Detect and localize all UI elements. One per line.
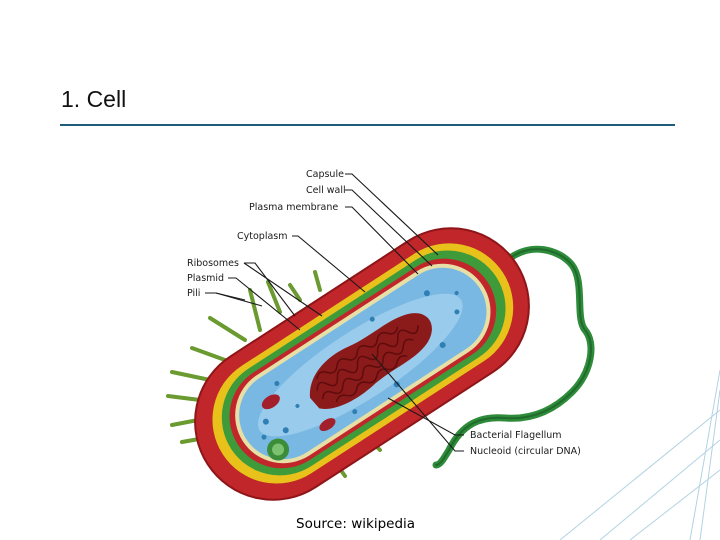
label-pili: Pili — [187, 288, 200, 299]
ribosomes — [261, 290, 460, 440]
label-plasma-membrane: Plasma membrane — [249, 202, 338, 213]
label-plasmid: Plasmid — [187, 273, 224, 284]
label-cytoplasm: Cytoplasm — [237, 231, 288, 242]
label-nucleoid: Nucleoid (circular DNA) — [470, 446, 581, 457]
slide-title: 1. Cell — [61, 86, 127, 112]
source-caption: Source: wikipedia — [296, 516, 416, 532]
plasmid — [261, 394, 280, 410]
label-cell-wall: Cell wall — [306, 185, 346, 196]
label-bacterial-flagellum: Bacterial Flagellum — [470, 430, 562, 441]
label-capsule: Capsule — [306, 169, 344, 180]
label-ribosomes: Ribosomes — [187, 258, 239, 269]
nucleoid — [309, 313, 432, 409]
title-underline — [60, 124, 675, 126]
